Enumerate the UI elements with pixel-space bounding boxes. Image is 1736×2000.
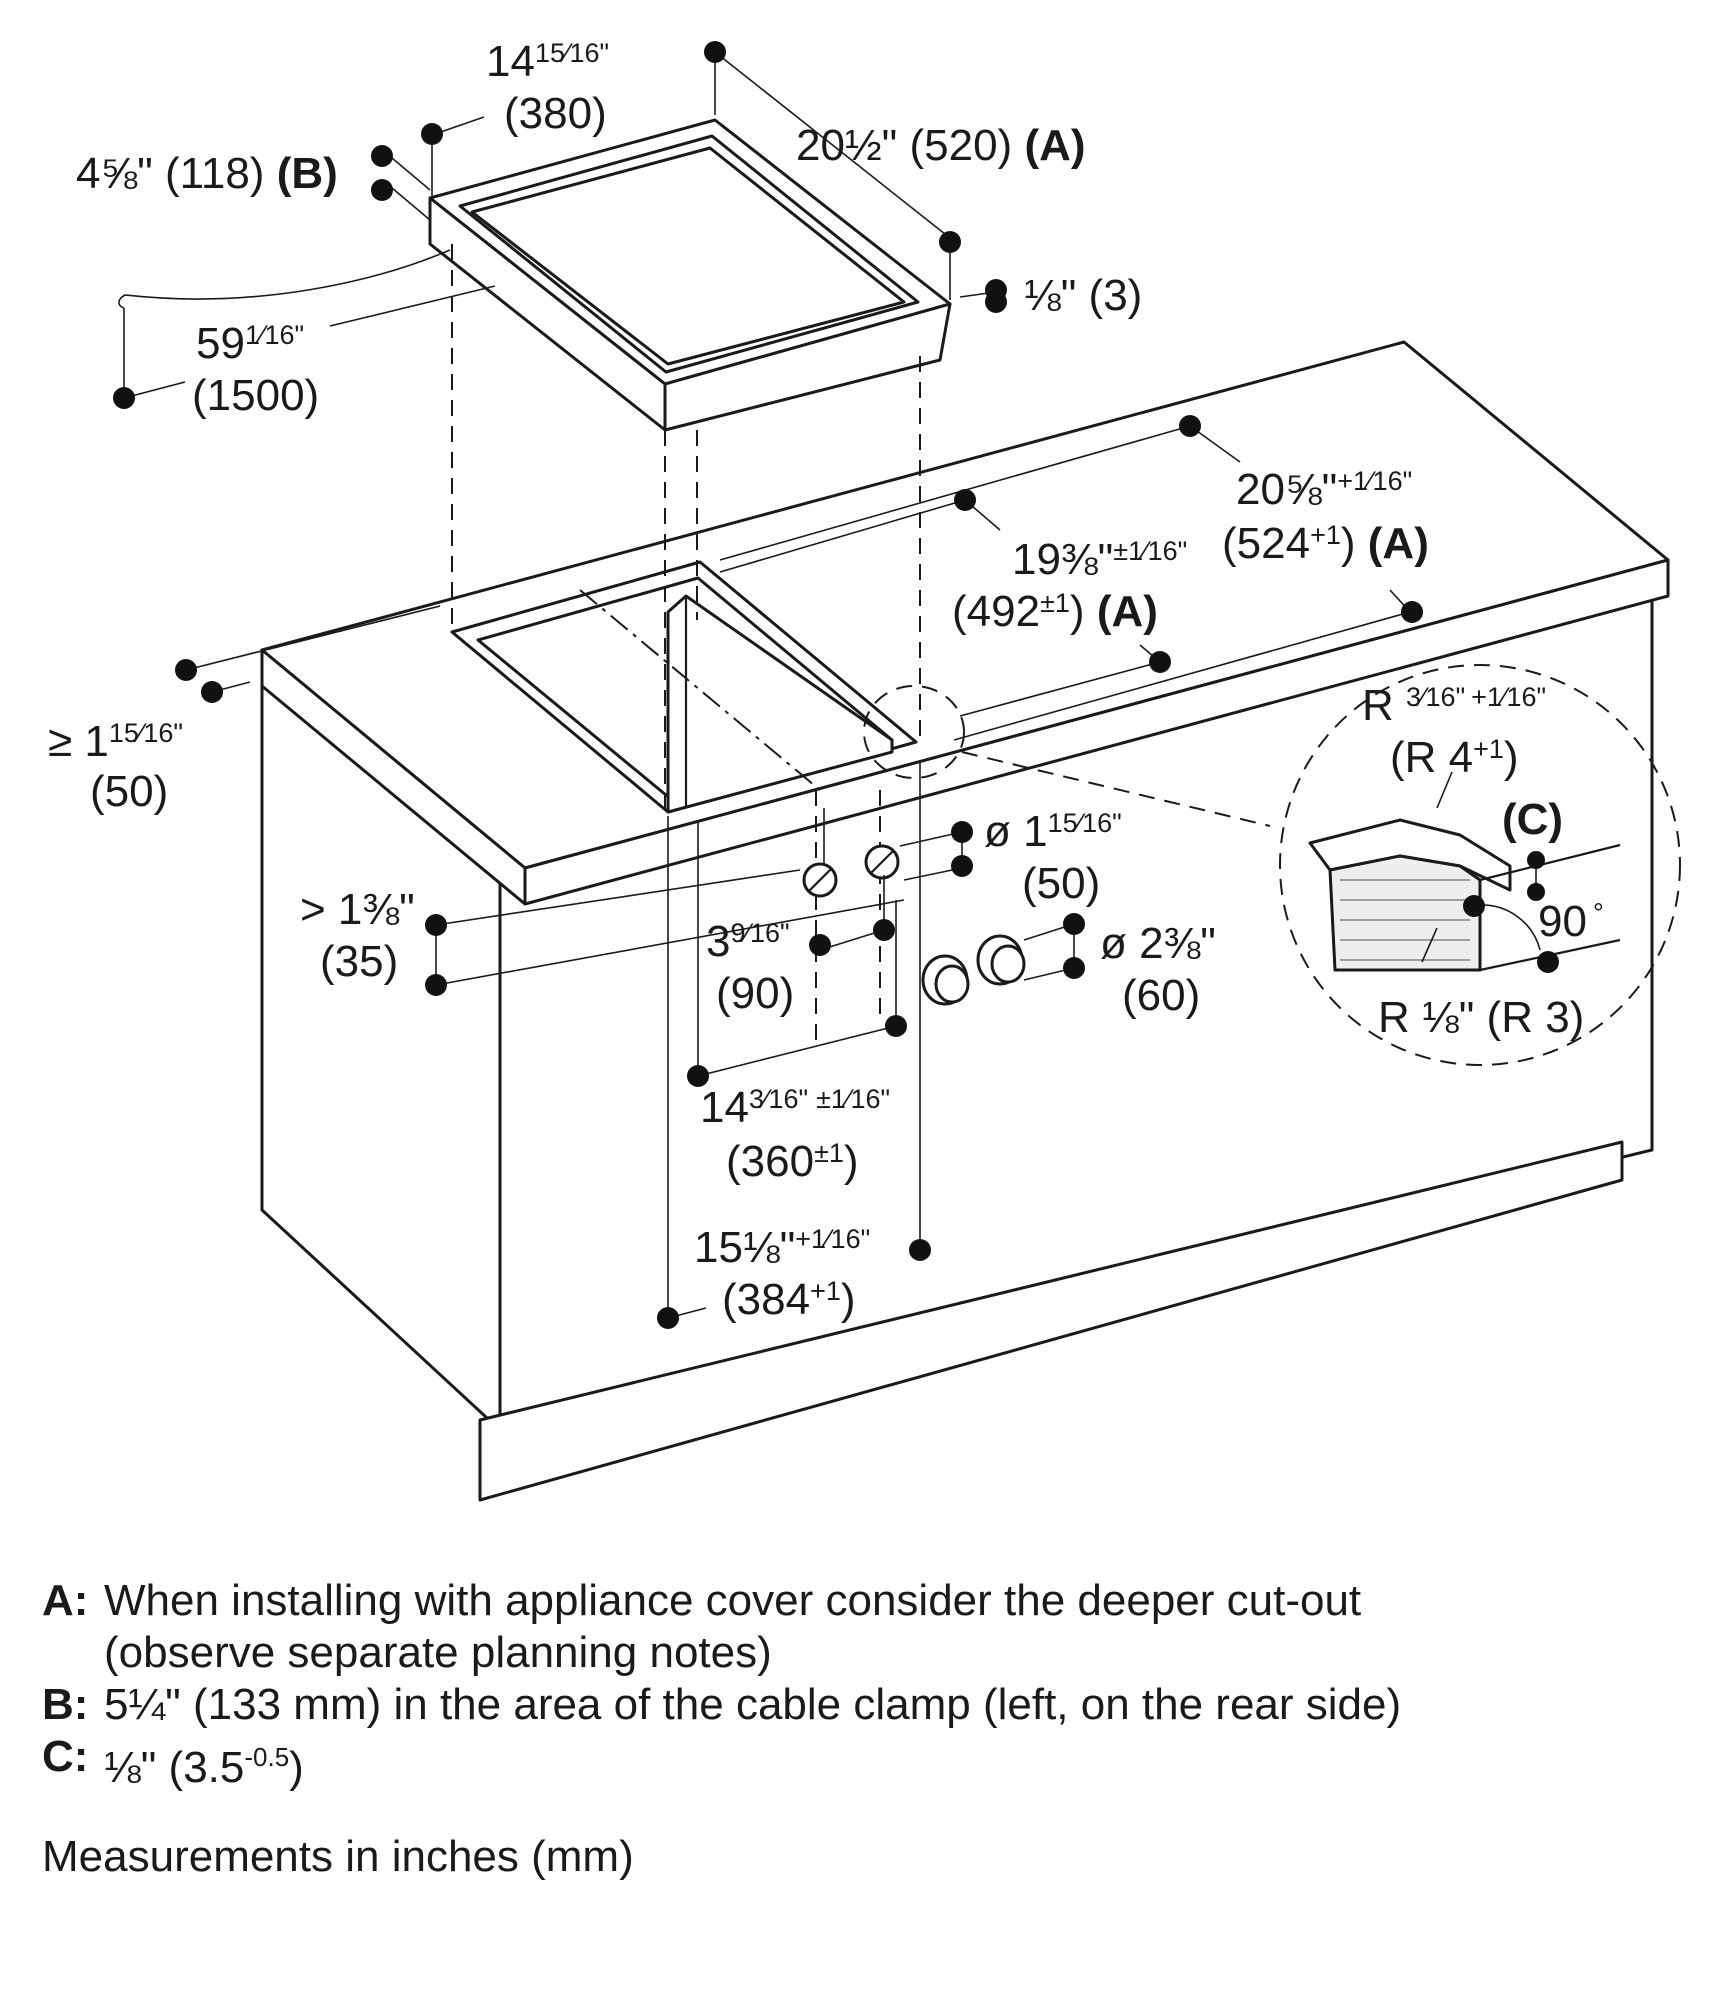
note-c: C: ⅛" (3.5-0.5) xyxy=(42,1731,1692,1794)
label-cut-width: 143⁄16"±1⁄16" xyxy=(700,1083,890,1132)
label-thickness-mm: (35) xyxy=(320,937,398,986)
countertop-left-edge xyxy=(260,648,527,906)
label-key-c: (C) xyxy=(1502,795,1563,844)
note-key: A: xyxy=(42,1576,89,1625)
power-cable xyxy=(118,249,451,309)
cutout xyxy=(450,560,918,814)
label-depth: 20½" (520) (A) xyxy=(796,121,1086,170)
note-text: When installing with appliance cover con… xyxy=(104,1576,1362,1625)
label-cut-outer-mm: (524+1) (A) xyxy=(1222,519,1429,568)
cutout-wall xyxy=(666,594,894,814)
note-text: 5¼" (133 mm) in the area of the cable cl… xyxy=(104,1680,1402,1729)
label-radius-top: R 3⁄16"+1⁄16" xyxy=(1362,681,1546,730)
label-spacing: 39⁄16" xyxy=(706,917,790,966)
label-cut-width2-mm: (384+1) xyxy=(722,1275,856,1324)
note-a: A: When installing with appliance cover … xyxy=(42,1575,1692,1679)
label-hole-big: ø 2⅜" xyxy=(1100,919,1216,968)
label-front-min: ≥ 115⁄16" xyxy=(48,717,183,766)
notes: A: When installing with appliance cover … xyxy=(42,1575,1692,1794)
label-radius-top-mm: (R 4+1) xyxy=(1390,733,1519,782)
note-b: B: 5¼" (133 mm) in the area of the cable… xyxy=(42,1679,1692,1731)
label-cable: 591⁄16" xyxy=(196,319,304,368)
detail-callout xyxy=(863,664,1681,1066)
label-cut-width-mm: (360±1) xyxy=(726,1137,859,1186)
dimension-labels: 1415⁄16" (380) 4⅝" (118) (B) 20½" (520) … xyxy=(48,37,1604,1324)
label-cut-width2: 15⅛"+1⁄16" xyxy=(694,1223,870,1272)
fittings xyxy=(802,844,1026,1006)
label-hole-small-mm: (50) xyxy=(1022,859,1100,908)
label-edge: ⅛" (3) xyxy=(1024,271,1142,320)
label-angle: 90° xyxy=(1538,897,1604,946)
label-cut-inner-mm: (492±1) (A) xyxy=(952,587,1158,636)
note-key: C: xyxy=(42,1732,89,1781)
label-spacing-mm: (90) xyxy=(716,969,794,1018)
note-text-2: (observe separate planning notes) xyxy=(104,1628,772,1677)
note-key: B: xyxy=(42,1680,89,1729)
detail-circle xyxy=(1279,664,1681,1066)
note-text: ⅛" (3.5 xyxy=(104,1743,245,1792)
measurement-units-note: Measurements in inches (mm) xyxy=(42,1832,634,1881)
note-sup: -0.5 xyxy=(244,1742,290,1772)
label-front-min-mm: (50) xyxy=(90,767,168,816)
label-height: 4⅝" (118) (B) xyxy=(76,149,338,198)
label-cut-outer: 20⅝"+1⁄16" xyxy=(1236,465,1412,514)
appliance-surface xyxy=(470,146,906,366)
detail-marker xyxy=(863,685,965,779)
label-hole-big-mm: (60) xyxy=(1122,971,1200,1020)
label-width: 1415⁄16" xyxy=(486,37,609,86)
label-width-mm: (380) xyxy=(504,89,607,138)
installation-diagram: 1415⁄16" (380) 4⅝" (118) (B) 20½" (520) … xyxy=(48,37,1681,1502)
label-hole-small: ø 115⁄16" xyxy=(984,807,1122,856)
dimension-dots xyxy=(113,41,1559,1329)
label-cut-inner: 19⅜"±1⁄16" xyxy=(1012,535,1187,584)
label-thickness: > 1⅜" xyxy=(300,885,415,934)
appliance-front-side xyxy=(663,302,952,432)
label-radius-bottom: R ⅛" (R 3) xyxy=(1378,993,1584,1042)
label-cable-mm: (1500) xyxy=(192,371,319,420)
note-tail: ) xyxy=(289,1743,304,1792)
appliance xyxy=(118,118,952,432)
